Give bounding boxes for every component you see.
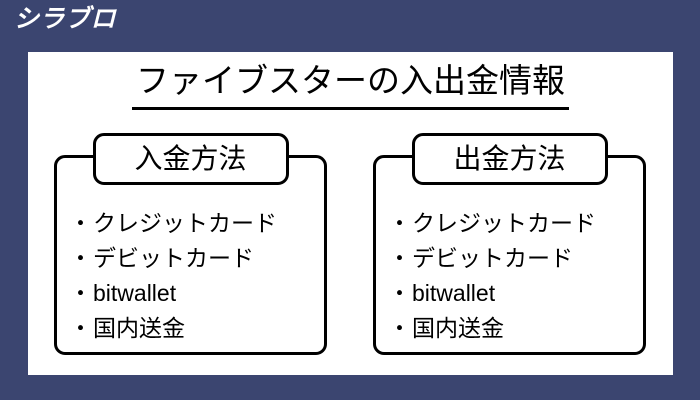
panel-deposit-badge-label: 入金方法 [134, 143, 247, 174]
list-item-label: デビットカード [93, 245, 254, 271]
list-item-label: 国内送金 [93, 315, 185, 341]
bullet-icon: ・ [69, 315, 92, 341]
panel-withdrawal-badge: 出金方法 [411, 133, 608, 185]
list-item-label: クレジットカード [93, 210, 277, 236]
list-item-label: クレジットカード [412, 210, 596, 236]
list-item: ・ デビットカード [69, 241, 316, 276]
bullet-icon: ・ [388, 315, 411, 341]
bullet-icon: ・ [388, 280, 411, 306]
panels-container: 入金方法 ・ クレジットカード ・ デビットカード ・ bitwallet [28, 130, 673, 375]
list-item: ・ bitwallet [388, 276, 635, 311]
list-item-label: 国内送金 [412, 315, 504, 341]
brand-logo: シラブロ [14, 5, 117, 33]
bullet-icon: ・ [69, 245, 92, 271]
bullet-icon: ・ [69, 280, 92, 306]
list-item-label: デビットカード [412, 245, 573, 271]
page-title: ファイブスターの入出金情報 [132, 58, 569, 110]
list-item: ・ 国内送金 [69, 311, 316, 346]
panel-deposit-methods: 入金方法 ・ クレジットカード ・ デビットカード ・ bitwallet [54, 133, 327, 355]
list-item: ・ bitwallet [69, 276, 316, 311]
list-item: ・ 国内送金 [388, 311, 635, 346]
withdrawal-methods-list: ・ クレジットカード ・ デビットカード ・ bitwallet ・ 国内送金 [388, 206, 635, 346]
panel-deposit-badge: 入金方法 [92, 133, 289, 185]
panel-withdrawal-methods: 出金方法 ・ クレジットカード ・ デビットカード ・ bitwallet [373, 133, 646, 355]
list-item: ・ クレジットカード [388, 206, 635, 241]
list-item-label: bitwallet [412, 280, 496, 306]
bullet-icon: ・ [69, 210, 92, 236]
content-card: ファイブスターの入出金情報 入金方法 ・ クレジットカード ・ デビットカード [28, 52, 673, 375]
headline-wrapper: ファイブスターの入出金情報 [28, 58, 673, 110]
list-item: ・ デビットカード [388, 241, 635, 276]
deposit-methods-list: ・ クレジットカード ・ デビットカード ・ bitwallet ・ 国内送金 [69, 206, 316, 346]
bullet-icon: ・ [388, 210, 411, 236]
panel-withdrawal-badge-label: 出金方法 [453, 143, 566, 174]
bullet-icon: ・ [388, 245, 411, 271]
list-item: ・ クレジットカード [69, 206, 316, 241]
list-item-label: bitwallet [93, 280, 177, 306]
